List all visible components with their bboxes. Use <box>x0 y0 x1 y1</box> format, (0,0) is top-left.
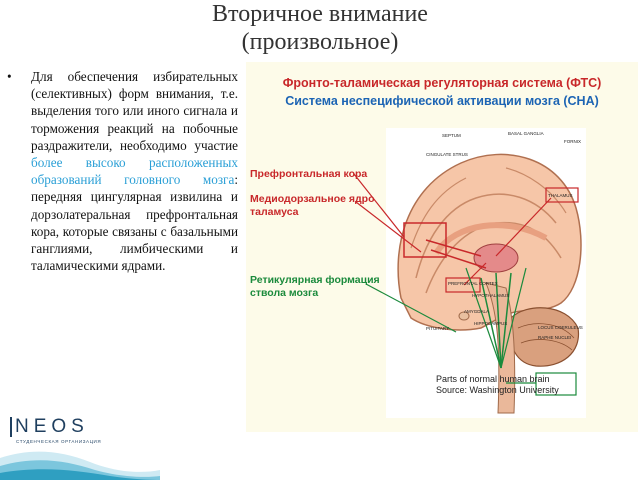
prefrontal-cortex-box <box>445 277 481 293</box>
figure-heading-fts: Фронто-таламическая регуляторная система… <box>282 76 602 90</box>
figure-heading-sna: Система неспецифической активации мозга … <box>285 94 599 108</box>
label-reticular-formation: Ретикулярная формация ствола мозга <box>250 274 380 299</box>
tiny-label-raphe: RAPHE NUCLEI <box>538 335 572 340</box>
brain-figure: Фронто-таламическая регуляторная система… <box>246 62 638 432</box>
gyrus-line-4 <box>505 167 567 214</box>
pituitary-shape <box>458 311 470 321</box>
text-part-1: Для обеспечения избирательных (селективн… <box>31 69 238 153</box>
rf-leader-line <box>365 283 457 333</box>
thalamus-shape <box>473 243 519 273</box>
prefrontal-box <box>403 222 447 258</box>
green-arrow-2 <box>495 272 502 369</box>
label-lines <box>353 173 457 333</box>
paragraph-text: Для обеспечения избирательных (селективн… <box>31 68 238 274</box>
green-arrow-3 <box>500 272 512 369</box>
bullet-paragraph: • Для обеспечения избирательных (селекти… <box>7 68 238 274</box>
caption-line-2: Source: Washington University <box>436 385 559 395</box>
highlighted-text: более высоко расположенных образований г… <box>31 155 238 188</box>
label-mediodorsal-nucleus: Медиодорзальное ядро таламуса <box>250 193 375 218</box>
cerebellum-fold-1 <box>517 323 575 339</box>
green-arrow-4 <box>465 267 502 369</box>
slide-title: Вторичное внимание (произвольное) <box>0 0 640 56</box>
brain-diagram <box>386 128 586 418</box>
label-prefrontal-cortex: Префронтальная кора <box>250 168 368 180</box>
figure-caption: Parts of normal human brain Source: Wash… <box>436 374 559 396</box>
red-arrow-3 <box>495 197 552 257</box>
corpus-callosum <box>433 222 548 255</box>
tiny-label-hypothalamus: HYPOTHALAMUS <box>472 293 510 298</box>
slide-title-line-1: Вторичное внимание <box>212 1 428 27</box>
wave-dark <box>0 469 160 480</box>
locus-box <box>535 372 577 396</box>
green-arrow-5 <box>500 267 527 369</box>
gyrus-line-3 <box>410 177 467 249</box>
md-leader-line <box>355 201 422 253</box>
tiny-label-prefrontal-cortex: PREFRONTAL CORTEX <box>448 281 498 286</box>
cerebellum-shape <box>509 307 580 367</box>
green-arrow-1 <box>480 277 502 369</box>
caption-line-1: Parts of normal human brain <box>436 374 550 384</box>
neos-logo: NEOS СТУДЕНЧЕСКАЯ ОРГАНИЗАЦИЯ <box>10 417 101 444</box>
thalamus-box <box>545 187 579 203</box>
red-arrow-4 <box>463 262 487 286</box>
red-arrow-2 <box>430 249 487 269</box>
wave-decoration <box>0 451 160 480</box>
tiny-label-septum: SEPTUM <box>442 133 461 138</box>
tiny-label-cingulate: CINGULATE STRUS <box>426 152 468 157</box>
logo-name: NEOS <box>10 417 101 437</box>
tiny-label-pituitary: PITUITARY <box>426 326 450 331</box>
logo-subtitle: СТУДЕНЧЕСКАЯ ОРГАНИЗАЦИЯ <box>16 439 102 444</box>
tiny-label-fornix: FORNIX <box>564 139 582 144</box>
tiny-label-hippocampus: HIPPOCAMPUS <box>474 321 508 326</box>
tiny-label-amygdala: AMYGDALA <box>464 309 490 314</box>
slide-title-line-2: (произвольное) <box>241 29 399 55</box>
cerebellum-fold-2 <box>520 339 573 351</box>
gyrus-line-1 <box>415 193 557 279</box>
tiny-label-basal-ganglia: BASAL GANGLIA <box>508 131 544 136</box>
tiny-label-thalamus: THALAMUS <box>548 193 573 198</box>
cerebrum-shape <box>397 153 582 331</box>
tiny-label-locus: LOCUS COERULEUS <box>538 325 583 330</box>
red-arrow-1 <box>425 239 482 257</box>
bullet-icon: • <box>7 69 12 84</box>
pfc-leader-line <box>353 173 405 238</box>
text-part-2: : передняя цингулярная извилина и дорзол… <box>31 172 238 274</box>
